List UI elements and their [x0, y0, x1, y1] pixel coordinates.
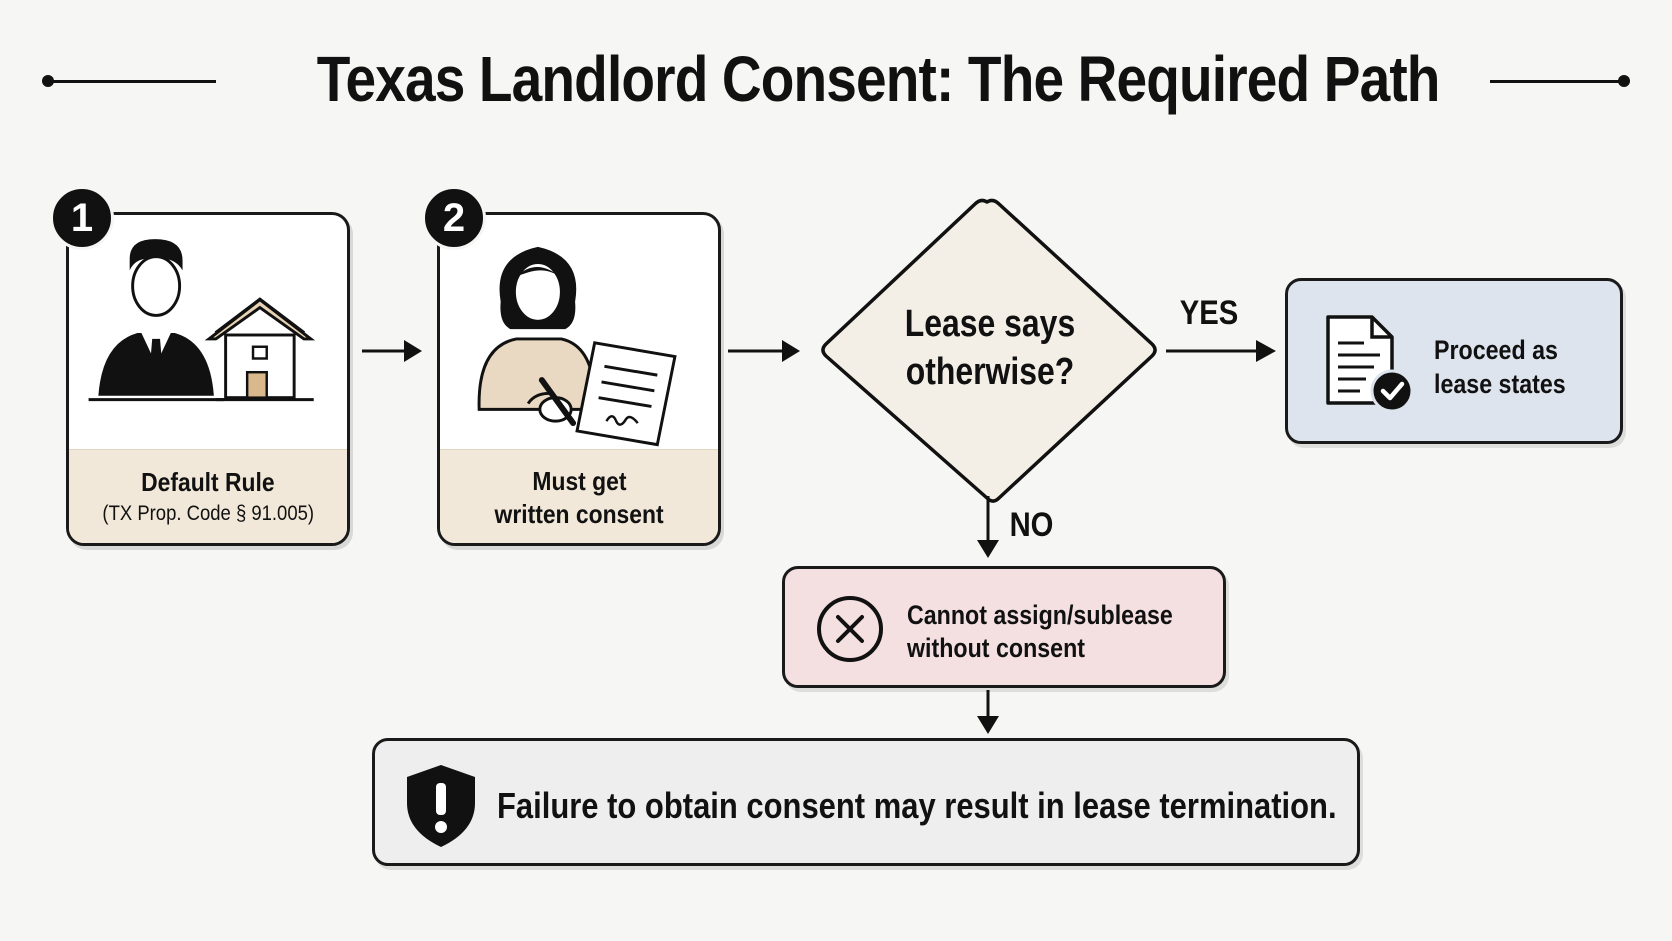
title-rule-dot-right	[1618, 75, 1630, 87]
step-number-badge: 1	[50, 186, 114, 250]
arrow-right-icon	[1166, 340, 1276, 362]
title-rule-right	[1490, 80, 1624, 83]
arrow-right-icon	[728, 340, 800, 362]
page-title: Texas Landlord Consent: The Required Pat…	[316, 43, 1441, 115]
arrow-right-icon	[362, 340, 422, 362]
step-card-written-consent: Must get written consent	[437, 212, 721, 546]
cannot-outcome-text: Cannot assign/sublease without consent	[907, 599, 1173, 665]
step-card-default-rule: Default Rule (TX Prop. Code § 91.005)	[66, 212, 350, 546]
proceed-outcome-box: Proceed as lease states	[1285, 278, 1623, 444]
yes-branch-label: YES	[1179, 294, 1239, 332]
step-label: Default Rule	[141, 467, 275, 497]
cannot-line2: without consent	[907, 633, 1086, 663]
tenant-signing-icon	[477, 246, 677, 447]
proceed-line2: lease states	[1434, 369, 1566, 399]
no-branch-label: NO	[1009, 506, 1054, 544]
arrow-down-icon	[977, 496, 999, 558]
cannot-outcome-box: Cannot assign/sublease without consent	[782, 566, 1226, 688]
title-rule-left	[48, 80, 216, 83]
warning-text: Failure to obtain consent may result in …	[497, 785, 1337, 826]
step-label-line2: written consent	[494, 498, 664, 529]
shield-alert-icon	[407, 765, 475, 847]
step-sublabel: (TX Prop. Code § 91.005)	[102, 502, 314, 525]
step-label-line1: Must get	[531, 465, 627, 496]
title-row: Texas Landlord Consent: The Required Pat…	[0, 36, 1672, 126]
decision-diamond	[821, 198, 1157, 503]
proceed-outcome-text: Proceed as lease states	[1434, 333, 1566, 401]
proceed-line1: Proceed as	[1434, 335, 1558, 365]
decision-question: Lease says otherwise?	[881, 300, 1099, 396]
cannot-line1: Cannot assign/sublease	[907, 600, 1173, 630]
step-card-footer: Must get written consent	[440, 449, 718, 543]
document-check-icon	[1326, 315, 1414, 413]
decision-line1: Lease says	[904, 303, 1076, 345]
landlord-house-icon	[88, 239, 316, 402]
step-number-badge: 2	[422, 186, 486, 250]
step-card-footer: Default Rule (TX Prop. Code § 91.005)	[69, 449, 347, 543]
arrow-down-icon	[977, 690, 999, 734]
x-circle-icon	[817, 596, 883, 662]
decision-line2: otherwise?	[905, 351, 1075, 393]
warning-box: Failure to obtain consent may result in …	[372, 738, 1360, 866]
